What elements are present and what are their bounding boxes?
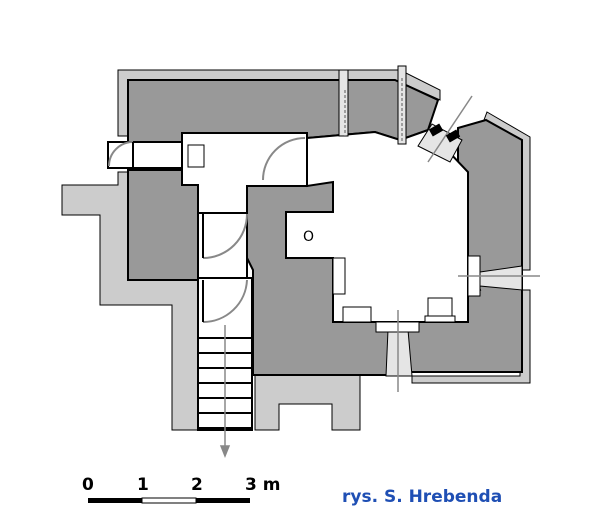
scale-bar-segment-2 bbox=[141, 497, 197, 504]
outer-ground-right-lower bbox=[411, 289, 531, 384]
table bbox=[342, 306, 372, 323]
outer-ground-bottom bbox=[254, 374, 361, 431]
scale-label-0: 0 bbox=[82, 475, 94, 495]
cabinet-base bbox=[424, 315, 456, 323]
shelf-entry bbox=[187, 144, 205, 168]
embrasure-frames bbox=[428, 123, 461, 143]
loophole-south bbox=[385, 329, 413, 377]
door-swing-stairs bbox=[202, 279, 248, 324]
wall-left bbox=[127, 169, 199, 281]
door-swing-side bbox=[108, 141, 134, 167]
vent-top-1 bbox=[338, 69, 349, 137]
fixtures bbox=[187, 144, 456, 323]
doors bbox=[108, 137, 306, 324]
scale-label-2: 2 bbox=[191, 475, 203, 495]
door-swing-entry bbox=[262, 137, 306, 181]
shelf-wall bbox=[332, 257, 346, 295]
scale-label-3m: 3 m bbox=[245, 475, 280, 495]
scale-label-1: 1 bbox=[137, 475, 149, 495]
cabinet bbox=[427, 297, 453, 319]
passage bbox=[197, 212, 248, 279]
scale-bar-segment-3 bbox=[196, 498, 250, 503]
credit-text: rys. S. Hrebenda bbox=[342, 487, 502, 507]
scale-bar-segment-1 bbox=[88, 498, 142, 503]
door-swing-passage bbox=[202, 213, 248, 259]
stair-arrow bbox=[219, 325, 231, 459]
room-symbol: O bbox=[303, 229, 314, 245]
scale-bar: 0 1 2 3 m bbox=[82, 475, 280, 504]
opening-axes bbox=[344, 78, 540, 392]
